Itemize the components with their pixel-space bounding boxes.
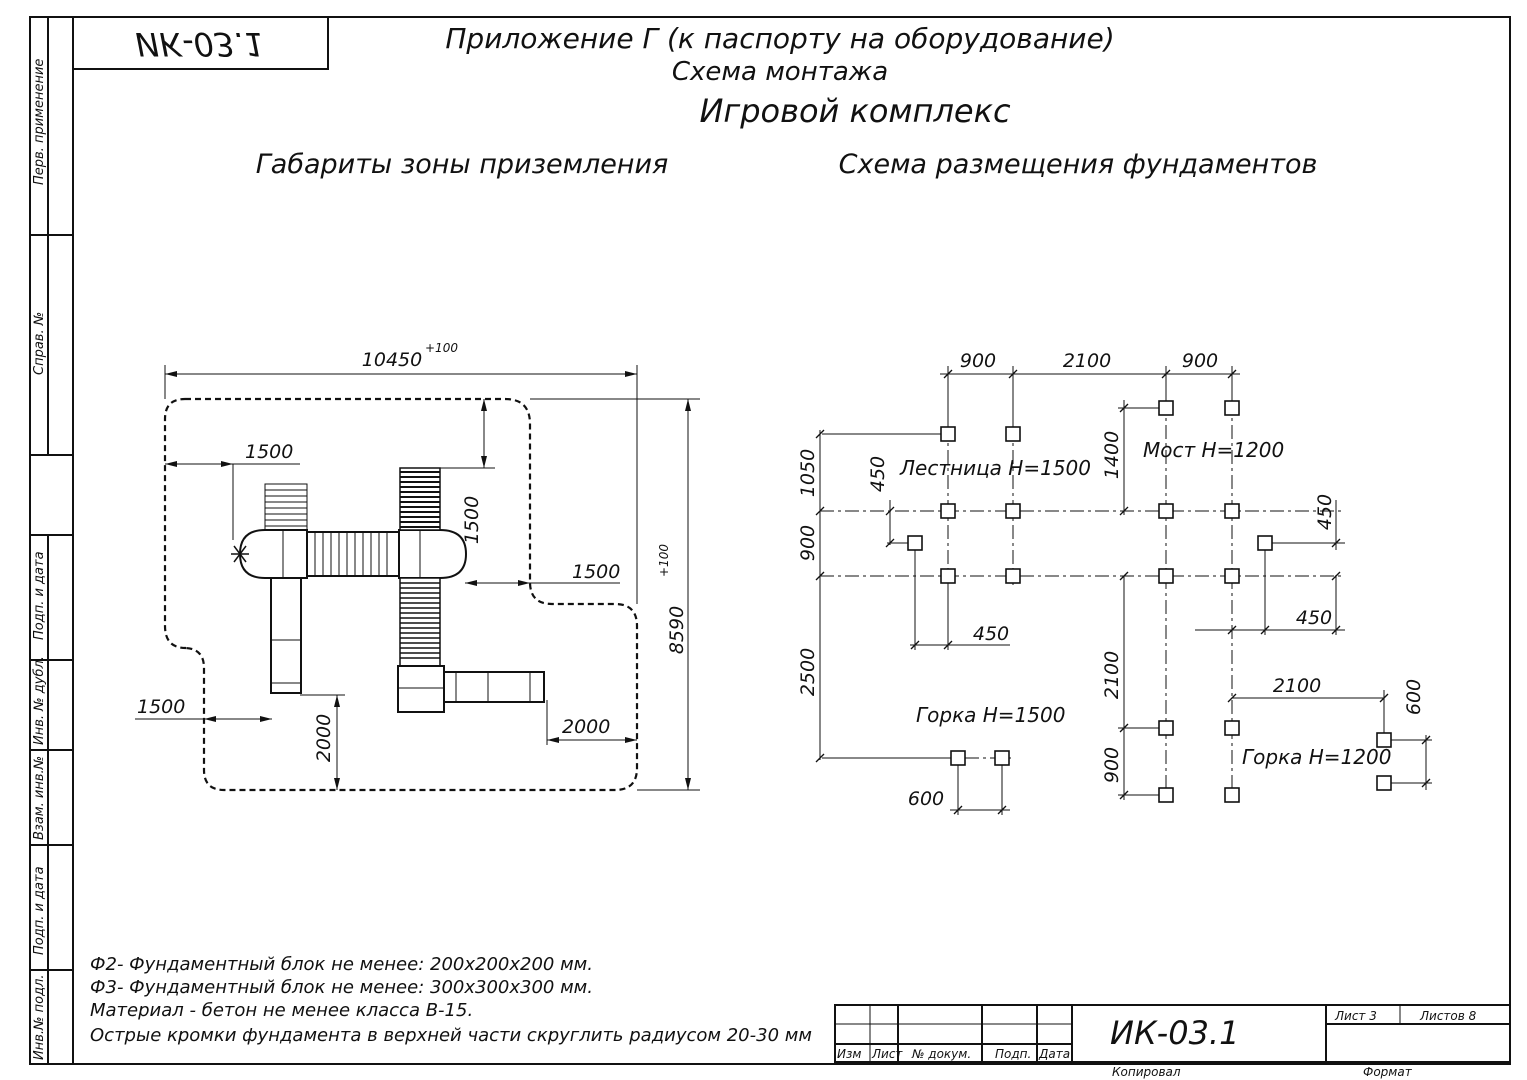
dim-2100-vertical: 2100 [1101, 651, 1123, 699]
dim-top-2100: 2100 [1063, 350, 1111, 372]
foundation-block [1224, 720, 1240, 736]
foundation-block [994, 750, 1010, 766]
foundation-block [907, 535, 923, 551]
dim-top-right-1500: 1500 [461, 496, 483, 544]
foundation-block [1005, 503, 1021, 519]
side-strip: Перв. применение Справ. № Подп. и дата И… [30, 17, 73, 1064]
dim-bottom-mid-2000: 2000 [313, 714, 335, 762]
foundation-block [1005, 568, 1021, 584]
dim-bottom-right-2000: 2000 [562, 716, 610, 738]
side-label-podp2: Подп. и дата [32, 866, 47, 955]
dim-overall-width: 10450 [362, 349, 422, 371]
dim-left-900: 900 [797, 525, 819, 561]
dim-450-c: 450 [973, 623, 1009, 645]
note-line-1: Ф2- Фундаментный блок не менее: 200х200х… [90, 954, 593, 975]
top-stamp-code: ИК-03.1 [135, 25, 264, 63]
foundation-layout-drawing: 900 2100 900 1050 900 2500 450 1400 450 … [797, 350, 1432, 815]
dim-left-2500: 2500 [797, 648, 819, 696]
foundation-blocks [907, 400, 1392, 803]
foundation-block [1158, 720, 1174, 736]
label-slide-1500: Горка H=1500 [916, 703, 1065, 727]
dim-top-left-1500: 1500 [245, 441, 293, 463]
foundation-block [1376, 775, 1392, 791]
foundation-block [1376, 732, 1392, 748]
foundation-block [1224, 400, 1240, 416]
product-name: Игровой комплекс [699, 92, 1010, 130]
title-block: Изм Лист № докум. Подп. Дата ИК-03.1 Лис… [834, 1004, 1511, 1079]
foundation-block [1005, 426, 1021, 442]
note-line-4: Острые кромки фундамента в верхней части… [90, 1025, 812, 1046]
tb-col-date: Дата [1038, 1047, 1070, 1061]
dim-top-900-b: 900 [1182, 350, 1218, 372]
dim-600-horizontal: 600 [908, 788, 944, 810]
tb-col-sign: Подп. [995, 1047, 1031, 1061]
section-right-title: Схема размещения фундаментов [839, 149, 1318, 180]
side-label-vzam: Взам. инв.№ [32, 756, 47, 840]
dim-overall-width-tol: +100 [425, 341, 458, 355]
side-label-podp1: Подп. и дата [32, 551, 47, 640]
foundation-block [1224, 503, 1240, 519]
dim-mid-right-1500: 1500 [572, 561, 620, 583]
playground-structure [231, 467, 545, 713]
foundation-block [1158, 568, 1174, 584]
tb-sheet: Лист 3 [1334, 1009, 1377, 1023]
dim-2100-horizontal: 2100 [1273, 675, 1321, 697]
dim-overall-height: 8590 [666, 606, 688, 654]
label-ladder: Лестница H=1500 [899, 456, 1091, 480]
tb-col-izm: Изм [837, 1047, 861, 1061]
tb-col-doc: № докум. [911, 1047, 971, 1061]
dim-450-b: 450 [1314, 494, 1336, 530]
label-mast: Мост H=1200 [1143, 438, 1284, 462]
foundation-block [940, 503, 956, 519]
tb-code: ИК-03.1 [1110, 1014, 1239, 1052]
foundation-block [1158, 400, 1174, 416]
section-left-title: Габариты зоны приземления [256, 149, 669, 180]
dim-left-1050: 1050 [797, 449, 819, 497]
dim-overall-height-tol: +100 [657, 544, 671, 577]
side-label-inv-podl: Инв.№ подл. [32, 974, 47, 1060]
foundation-block [940, 568, 956, 584]
foundation-block [940, 426, 956, 442]
dim-450-d: 450 [1296, 607, 1332, 629]
note-line-2: Ф3- Фундаментный блок не менее: 300х300х… [90, 977, 593, 998]
top-stamp-box [72, 16, 329, 70]
tb-col-list: Лист [871, 1047, 903, 1061]
tb-sheets: Листов 8 [1419, 1009, 1477, 1023]
foundation-block [1224, 787, 1240, 803]
title-line-1: Приложение Г (к паспорту на оборудование… [445, 22, 1114, 55]
dim-600-vertical: 600 [1403, 679, 1425, 715]
dim-450-a: 450 [867, 456, 889, 492]
foundation-block [950, 750, 966, 766]
outer-frame [29, 16, 1511, 1065]
landing-zone-outline [163, 397, 639, 792]
dim-900-vertical: 900 [1101, 747, 1123, 783]
title-line-2: Схема монтажа [672, 57, 888, 87]
tb-format: Формат [1363, 1065, 1413, 1079]
dim-top-900-a: 900 [960, 350, 996, 372]
foundation-block [1224, 568, 1240, 584]
foundation-block [1158, 503, 1174, 519]
side-label-perv: Перв. применение [32, 59, 47, 185]
foundation-block [1158, 787, 1174, 803]
tb-copied: Копировал [1112, 1065, 1181, 1079]
landing-zone-drawing: 10450 +100 8590 +100 1500 1500 1500 1500… [135, 341, 700, 792]
note-line-3: Материал - бетон не менее класса В-15. [90, 1000, 473, 1021]
dim-bottom-left-1500: 1500 [137, 696, 185, 718]
side-label-sprav: Справ. № [32, 312, 47, 375]
label-slide-1200: Горка H=1200 [1242, 745, 1391, 769]
foundation-block [1257, 535, 1273, 551]
notes-block: Ф2- Фундаментный блок не менее: 200х200х… [90, 954, 812, 1046]
dim-1400: 1400 [1101, 431, 1123, 479]
side-label-inv-dubl: Инв. № дубл. [32, 656, 47, 745]
